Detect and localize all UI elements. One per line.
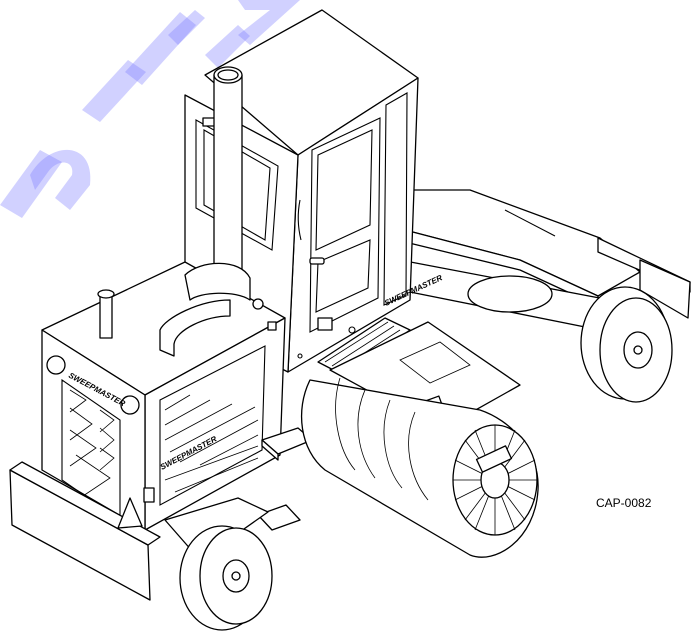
rear-wheel <box>580 286 673 403</box>
exhaust-stack <box>213 66 243 286</box>
watermark <box>0 0 300 218</box>
engine-housing: SWEEPMASTER SWEEPMASTER <box>41 261 286 531</box>
front-bumper <box>9 461 161 601</box>
rear-frame <box>399 189 691 331</box>
broom-assembly <box>300 321 539 558</box>
front-wheel <box>164 497 273 631</box>
figure-code: CAP-0082 <box>596 496 652 510</box>
